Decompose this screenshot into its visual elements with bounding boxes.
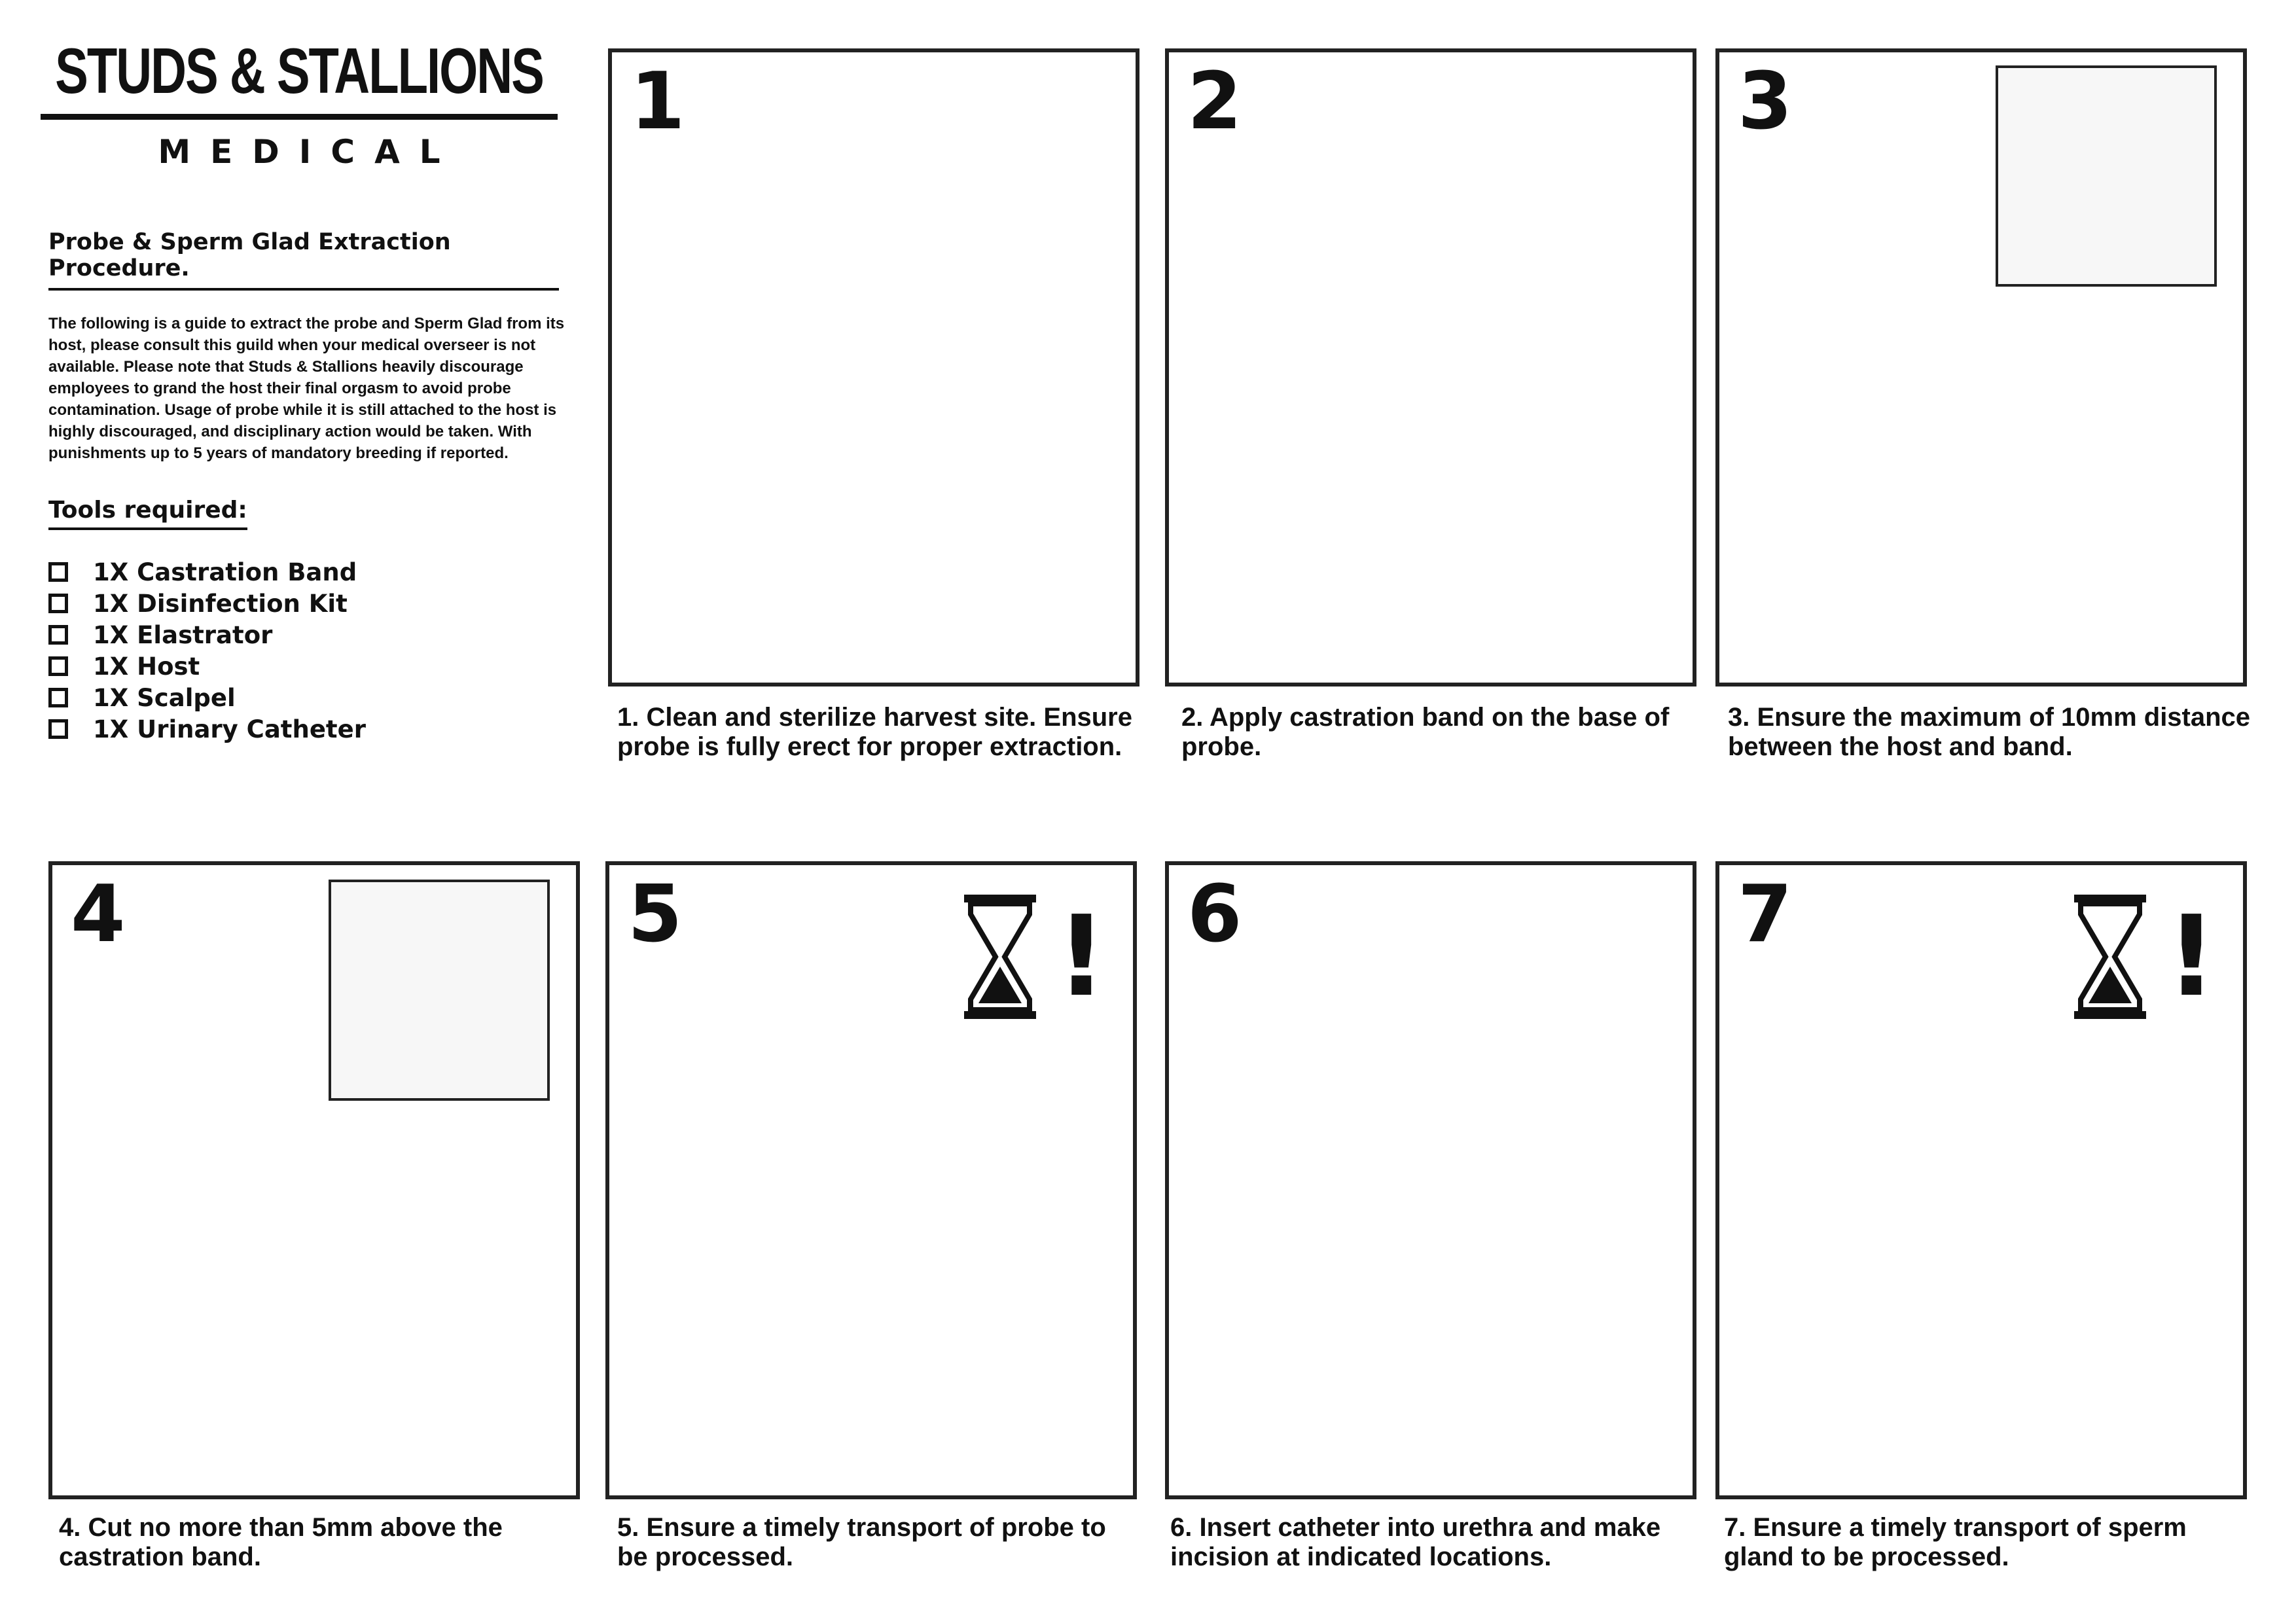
step-panel-3: 3	[1715, 48, 2247, 687]
tool-item: 1X Disinfection Kit	[48, 588, 366, 619]
step-caption-7: 7. Ensure a timely transport of sperm gl…	[1724, 1513, 2187, 1571]
step-number: 7	[1738, 869, 1793, 960]
detail-inset	[329, 880, 550, 1101]
step-number: 6	[1187, 869, 1242, 960]
tools-heading: Tools required:	[48, 497, 247, 530]
step-panel-4: 4	[48, 861, 580, 1499]
step-number: 1	[630, 56, 685, 147]
step-panel-6: 6	[1165, 861, 1696, 1499]
step-number: 5	[628, 869, 683, 960]
step-panel-5: 5 !	[605, 861, 1137, 1499]
step-panel-7: 7 !	[1715, 861, 2247, 1499]
step-caption-1: 1. Clean and sterilize harvest site. Ens…	[617, 703, 1132, 761]
tool-item: 1X Urinary Catheter	[48, 713, 366, 745]
checkbox-icon	[48, 688, 68, 707]
tool-item: 1X Scalpel	[48, 682, 366, 713]
checkbox-icon	[48, 625, 68, 645]
detail-inset	[1996, 65, 2217, 287]
checkbox-icon	[48, 656, 68, 676]
step-caption-2: 2. Apply castration band on the base of …	[1181, 703, 1670, 761]
tool-item: 1X Castration Band	[48, 556, 366, 588]
step-caption-4: 4. Cut no more than 5mm above the castra…	[59, 1513, 503, 1571]
checkbox-icon	[48, 594, 68, 613]
exclamation-mark: !	[2166, 892, 2217, 1022]
step-caption-3: 3. Ensure the maximum of 10mm distance b…	[1728, 703, 2251, 761]
exclamation-mark: !	[1056, 892, 1107, 1022]
logo: STUDS & STALLIONS MEDICAL	[41, 39, 558, 171]
logo-main: STUDS & STALLIONS	[55, 35, 545, 107]
step-caption-6: 6. Insert catheter into urethra and make…	[1170, 1513, 1661, 1571]
step-number: 4	[71, 869, 126, 960]
logo-rule	[41, 114, 558, 120]
intro-text: The following is a guide to extract the …	[48, 315, 565, 462]
logo-sub: MEDICAL	[158, 133, 460, 171]
procedure-info: Probe & Sperm Glad Extraction Procedure.…	[48, 229, 572, 745]
document-title: Probe & Sperm Glad Extraction Procedure.	[48, 229, 559, 291]
step-panel-2: 2	[1165, 48, 1696, 687]
step-number: 3	[1738, 56, 1793, 147]
checkbox-icon	[48, 719, 68, 739]
hourglass-icon	[964, 895, 1037, 1019]
tool-item: 1X Host	[48, 651, 366, 682]
tool-item: 1X Elastrator	[48, 619, 366, 651]
step-caption-5: 5. Ensure a timely transport of probe to…	[617, 1513, 1106, 1571]
hourglass-icon	[2074, 895, 2147, 1019]
step-number: 2	[1187, 56, 1242, 147]
time-alert: !	[964, 895, 1107, 1019]
checkbox-icon	[48, 562, 68, 582]
time-alert: !	[2074, 895, 2217, 1019]
tools-list: 1X Castration Band 1X Disinfection Kit 1…	[48, 556, 366, 745]
step-panel-1: 1	[608, 48, 1139, 687]
